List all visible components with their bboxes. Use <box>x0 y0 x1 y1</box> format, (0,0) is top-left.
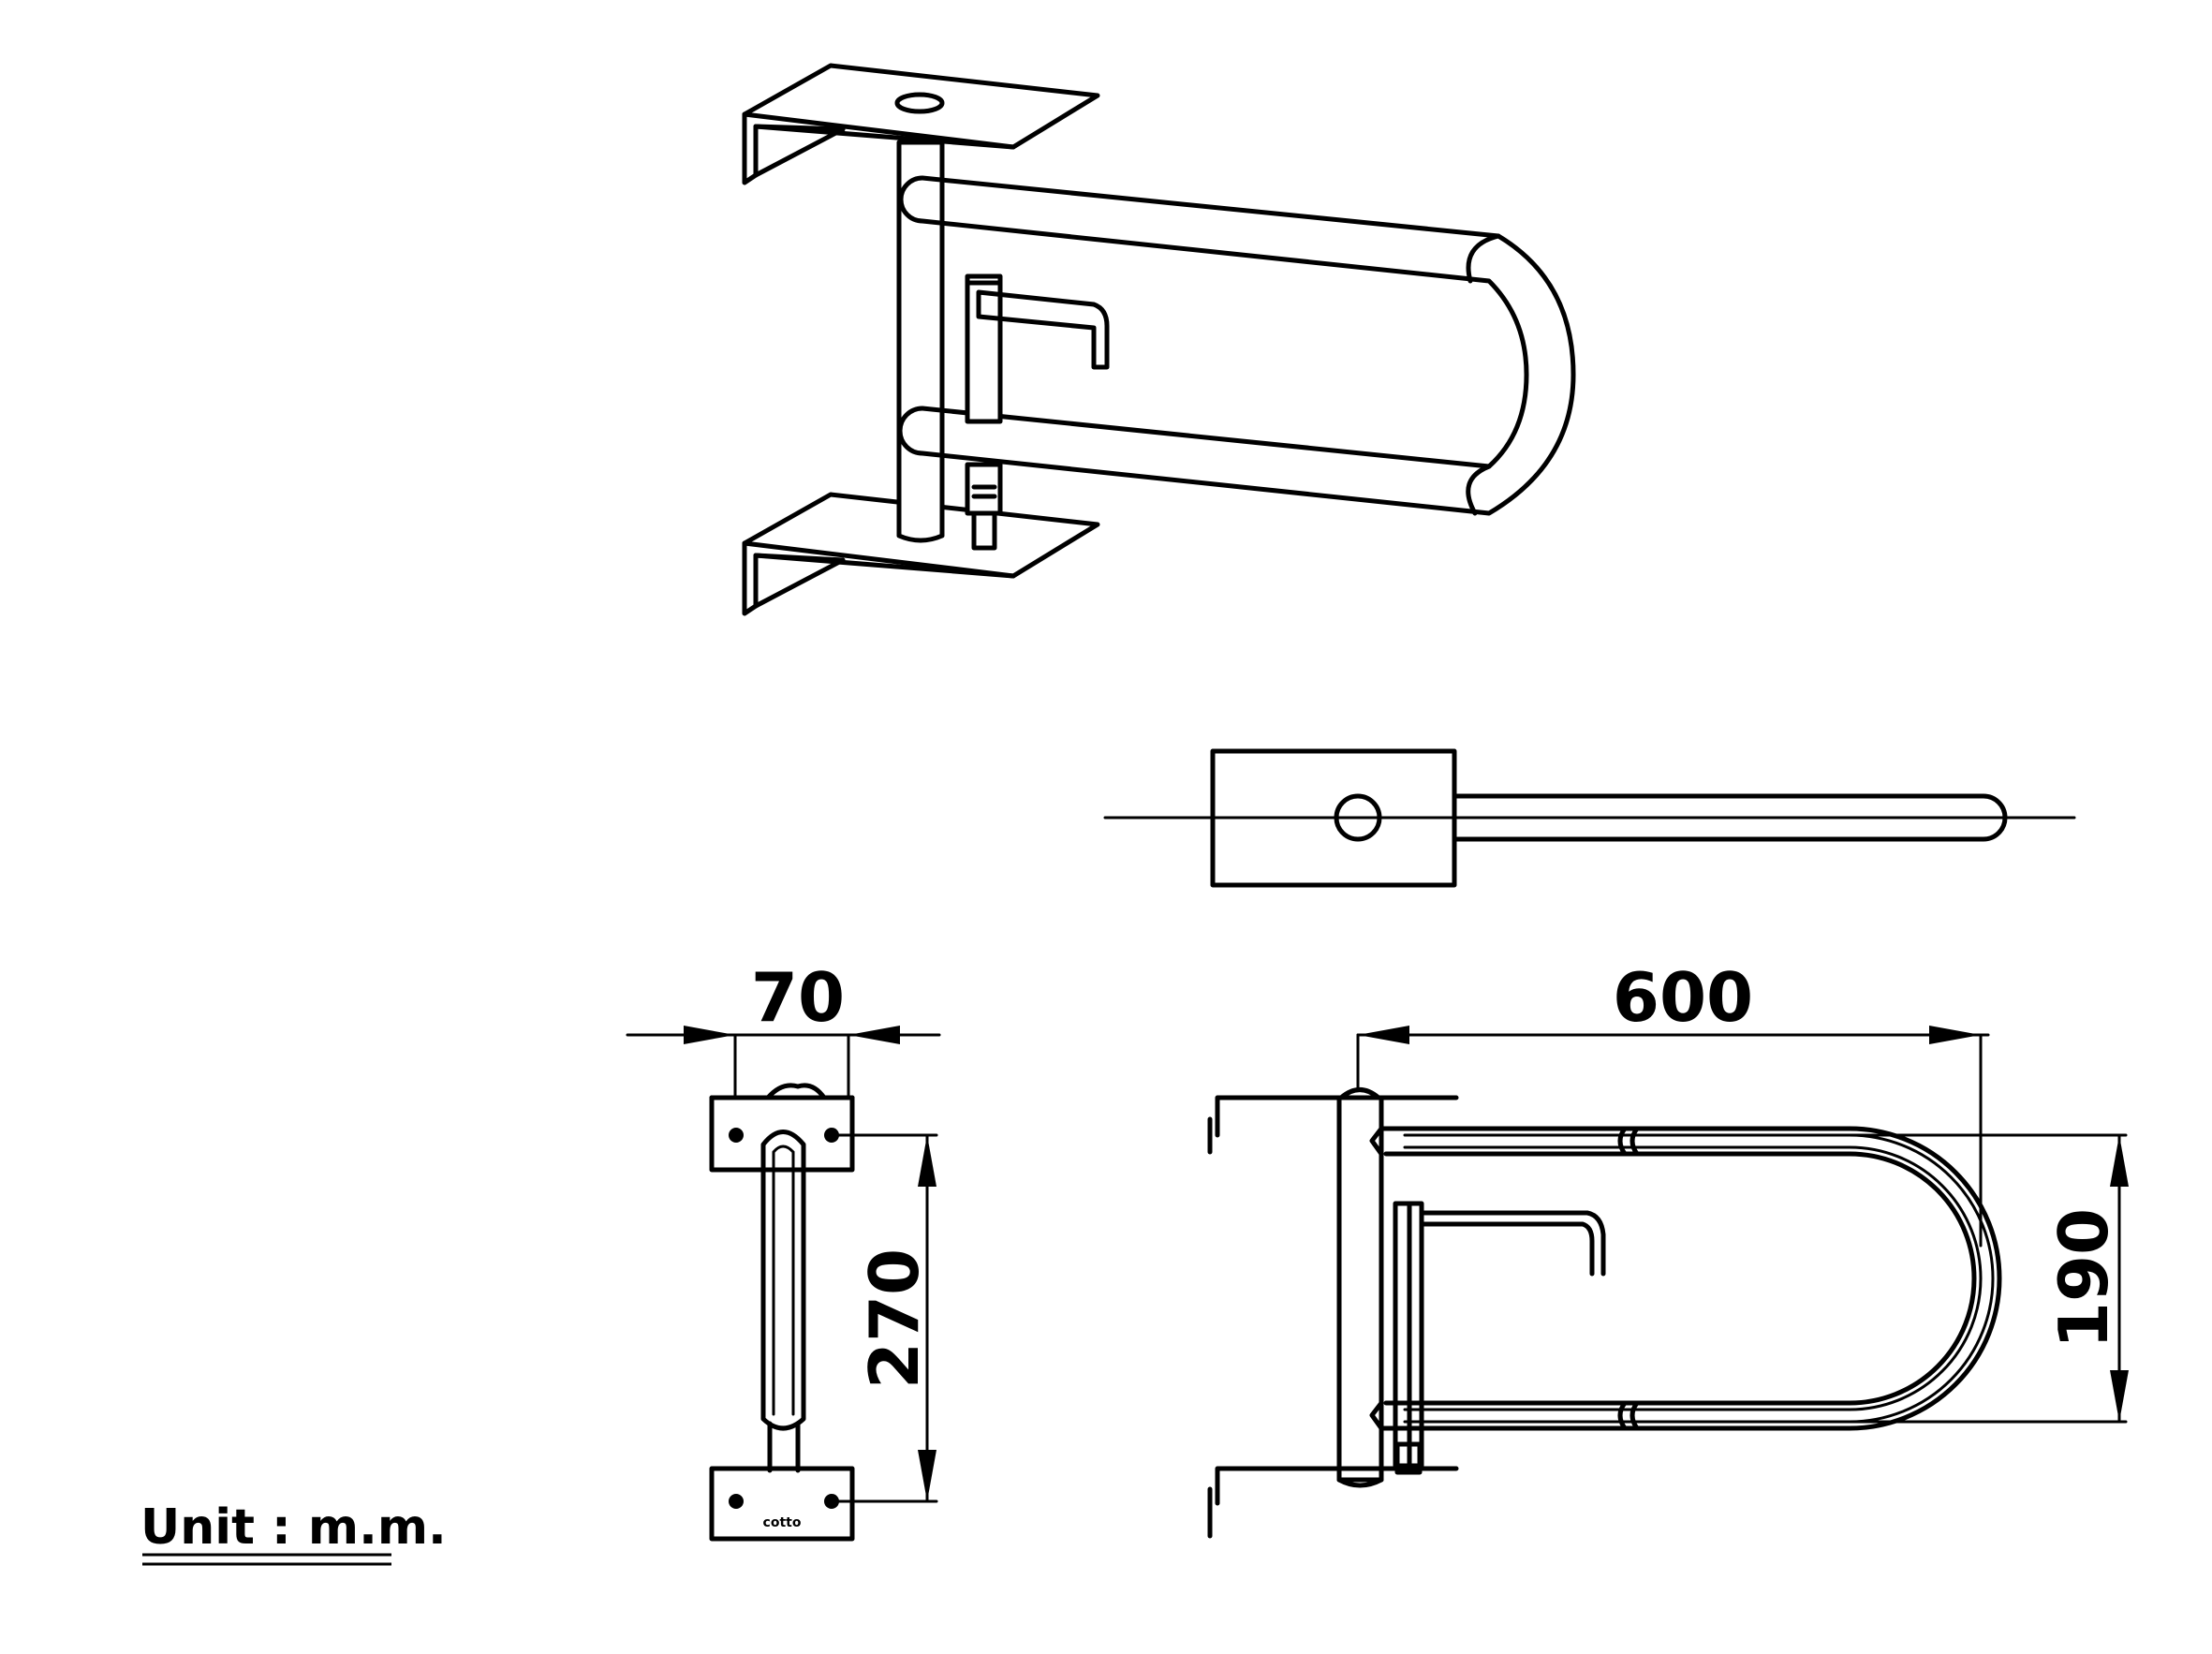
mounting-hole <box>1334 793 1382 842</box>
holder-arm <box>1419 1210 1606 1277</box>
dimension-600: 600 <box>1356 958 1990 1248</box>
mounting-plate <box>1210 748 1457 888</box>
dimension-270: 270 <box>830 1133 938 1503</box>
dimension-190: 190 <box>1848 1133 2129 1424</box>
dimension-270-label: 270 <box>855 1248 934 1389</box>
paper-holder <box>965 273 1110 551</box>
brand-mark: cotto <box>763 1515 802 1530</box>
bottom-wall-bracket <box>1215 1466 1459 1506</box>
dimension-190-label: 190 <box>2044 1208 2123 1349</box>
screw-dot <box>729 1128 744 1143</box>
side-post <box>760 1130 806 1431</box>
u-grab-bar <box>897 175 1576 516</box>
front-post <box>1336 1095 1384 1483</box>
dimension-70: 70 <box>626 958 941 1100</box>
unit-label-group: Unit : m.m. <box>140 1499 447 1566</box>
screw-dot <box>729 1494 744 1509</box>
top-view <box>1103 748 2076 888</box>
side-view: 70 cotto 270 <box>626 958 941 1542</box>
dimension-70-label: 70 <box>751 958 845 1037</box>
top-bracket <box>742 63 1100 185</box>
front-view: 600 <box>1207 958 2129 1539</box>
side-bottom-plate <box>709 1466 855 1542</box>
unit-label: Unit : m.m. <box>140 1499 447 1556</box>
front-u-bar <box>1379 1126 2002 1431</box>
dimension-600-label: 600 <box>1613 958 1753 1037</box>
isometric-view <box>742 63 1576 616</box>
bar-rod <box>1452 793 2008 842</box>
